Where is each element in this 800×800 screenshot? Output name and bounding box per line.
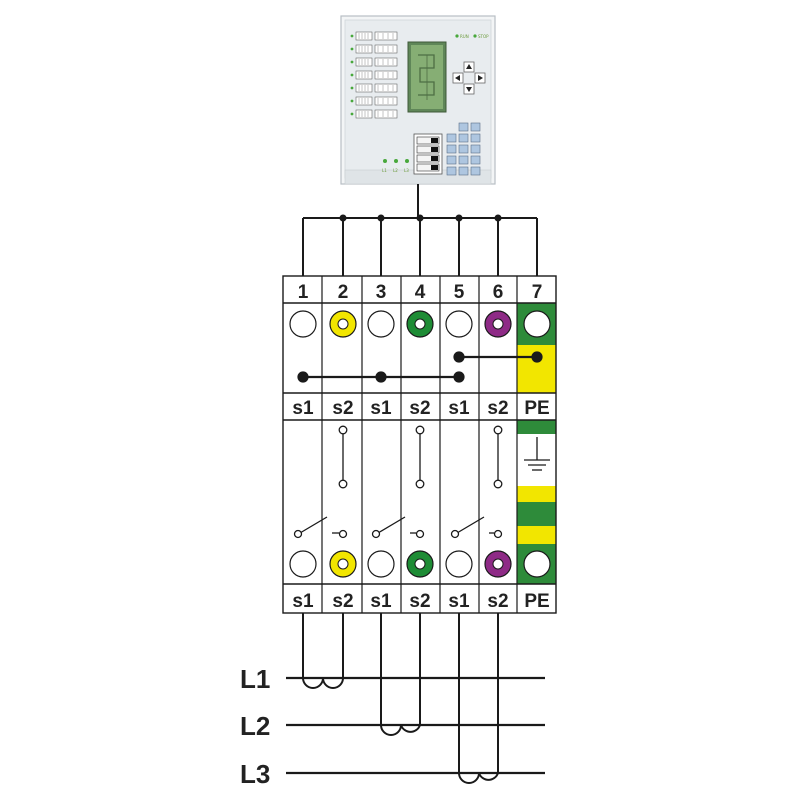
keypad-key[interactable] — [470, 155, 481, 165]
terminal-number: 6 — [493, 282, 504, 303]
keypad-key[interactable] — [446, 133, 457, 143]
meter-navigation-pad[interactable] — [452, 61, 486, 95]
terminal-number: 2 — [338, 282, 349, 303]
phase-label-l3: L3 — [240, 759, 270, 789]
terminal-bottom-label: s2 — [332, 591, 353, 612]
led-label-l1: L1 — [382, 168, 387, 173]
keypad-key[interactable] — [446, 166, 457, 176]
status-run-label: RUN — [460, 34, 469, 39]
power-meter-device: RUN STOP — [340, 15, 496, 185]
meter-bus-wiring — [302, 184, 538, 276]
terminal-number: 5 — [454, 282, 465, 303]
screw-terminal-bottom[interactable] — [289, 550, 317, 578]
meter-keypad[interactable] — [446, 122, 481, 176]
bus-junction-dots — [339, 214, 502, 222]
terminal-bottom-label: s1 — [292, 591, 314, 612]
keypad-key[interactable] — [458, 122, 469, 132]
screw-terminal-bottom[interactable] — [367, 550, 395, 578]
meter-dip-switches[interactable] — [413, 133, 443, 175]
pe-screw-terminal-bottom[interactable] — [523, 550, 551, 578]
terminal-top-label: PE — [524, 398, 549, 419]
keypad-key[interactable] — [458, 155, 469, 165]
ground-icon — [524, 437, 550, 471]
keypad-key[interactable] — [470, 166, 481, 176]
arrow-left-icon[interactable] — [455, 75, 460, 81]
terminal-top-label: s1 — [448, 398, 470, 419]
keypad-key[interactable] — [458, 166, 469, 176]
ct-leads — [302, 613, 499, 784]
keypad-key[interactable] — [470, 144, 481, 154]
keypad-key[interactable] — [470, 122, 481, 132]
keypad-key[interactable] — [446, 155, 457, 165]
led-label-l3: L3 — [404, 168, 409, 173]
screw-terminal-top[interactable] — [329, 310, 357, 338]
terminal-top-label: s2 — [332, 398, 353, 419]
arrow-up-icon[interactable] — [466, 64, 472, 69]
screw-terminal-top[interactable] — [445, 310, 473, 338]
screw-terminal-bottom[interactable] — [484, 550, 512, 578]
screw-terminal-top[interactable] — [406, 310, 434, 338]
keypad-key[interactable] — [458, 144, 469, 154]
s2-disconnect-links — [338, 425, 503, 489]
terminal-number: 4 — [415, 282, 426, 303]
terminal-top-label: s2 — [487, 398, 508, 419]
keypad-key[interactable] — [458, 133, 469, 143]
terminal-top-label: s2 — [409, 398, 430, 419]
terminal-bridges — [297, 351, 543, 383]
terminal-top-label: s1 — [370, 398, 392, 419]
arrow-right-icon[interactable] — [478, 75, 483, 81]
screw-terminal-top[interactable] — [484, 310, 512, 338]
terminal-bottom-label: PE — [524, 591, 549, 612]
terminal-bottom-label: s1 — [448, 591, 470, 612]
meter-lcd-display — [407, 41, 447, 113]
keypad-key[interactable] — [446, 144, 457, 154]
keypad-key[interactable] — [470, 133, 481, 143]
led-label-l2: L2 — [393, 168, 398, 173]
phase-label-l1: L1 — [240, 664, 270, 694]
terminal-number: 1 — [298, 282, 309, 303]
arrow-down-icon[interactable] — [466, 87, 472, 92]
terminal-bottom-label: s2 — [487, 591, 508, 612]
terminal-bottom-label: s1 — [370, 591, 392, 612]
meter-indicator-column — [350, 31, 398, 119]
pe-screw-terminal-top[interactable] — [523, 310, 551, 338]
screw-terminal-bottom[interactable] — [329, 550, 357, 578]
terminal-top-label: s1 — [292, 398, 314, 419]
status-stop-label: STOP — [478, 34, 489, 39]
terminal-bottom-label: s2 — [409, 591, 430, 612]
meter-status-leds: RUN STOP — [455, 34, 489, 39]
meter-phase-leds: L1 L2 L3 — [382, 159, 409, 173]
screw-terminal-top[interactable] — [289, 310, 317, 338]
screw-terminal-top[interactable] — [367, 310, 395, 338]
phase-label-l2: L2 — [240, 711, 270, 741]
terminal-number: 3 — [376, 282, 387, 303]
terminal-number: 7 — [532, 282, 543, 303]
shorting-switches — [293, 516, 503, 539]
phase-lines: L1 L2 L3 — [240, 664, 545, 789]
screw-terminal-bottom[interactable] — [445, 550, 473, 578]
screw-terminal-bottom[interactable] — [406, 550, 434, 578]
